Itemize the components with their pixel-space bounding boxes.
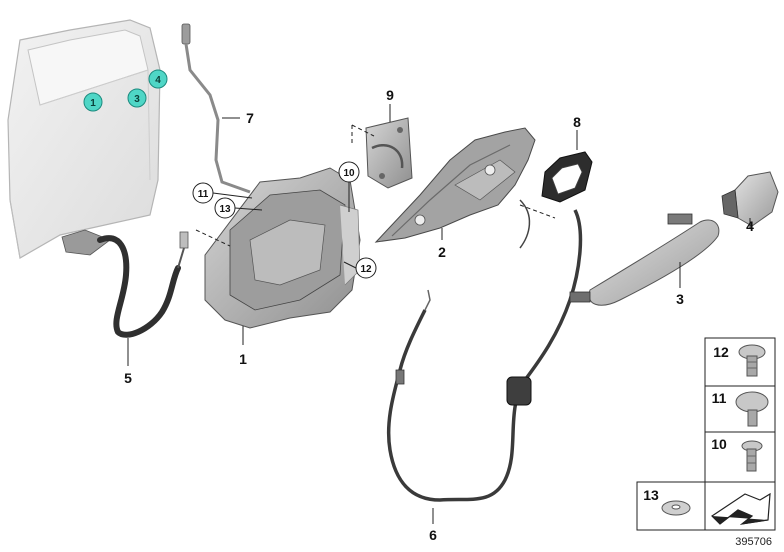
part-1-door-lock bbox=[204, 167, 361, 329]
part-6-cable bbox=[386, 209, 583, 502]
door-marker-3: 3 bbox=[127, 88, 147, 108]
table-row-10: 10 bbox=[711, 436, 763, 472]
callout-circle-10: 10 bbox=[338, 161, 360, 183]
part-2-handle-carrier bbox=[374, 127, 536, 249]
callout-7: 7 bbox=[246, 110, 254, 126]
arrow-icon bbox=[711, 492, 771, 525]
side-table: 12 11 10 bbox=[636, 337, 776, 531]
svg-text:13: 13 bbox=[643, 487, 659, 503]
svg-text:11: 11 bbox=[712, 390, 727, 406]
callout-4: 4 bbox=[746, 218, 754, 234]
door-illustration bbox=[7, 19, 161, 259]
washer-icon bbox=[661, 500, 691, 516]
svg-text:12: 12 bbox=[360, 264, 372, 275]
callout-circle-11: 11 bbox=[192, 182, 214, 204]
callout-8: 8 bbox=[573, 114, 581, 130]
part-7-cable bbox=[181, 23, 251, 194]
callout-1: 1 bbox=[239, 351, 247, 367]
door-marker-3-label: 3 bbox=[134, 94, 140, 105]
part-9-striker bbox=[365, 117, 413, 189]
part-3-handle bbox=[569, 213, 720, 306]
table-row-13: 13 bbox=[643, 487, 691, 516]
callout-3: 3 bbox=[676, 291, 684, 307]
svg-text:13: 13 bbox=[219, 204, 231, 215]
door-marker-4-label: 4 bbox=[155, 75, 161, 86]
screw-icon bbox=[735, 391, 769, 427]
door-marker-1-label: 1 bbox=[90, 98, 96, 109]
callout-circle-13: 13 bbox=[214, 197, 236, 219]
callout-9: 9 bbox=[386, 87, 394, 103]
door-marker-1: 1 bbox=[83, 92, 103, 112]
screw-icon bbox=[741, 440, 763, 472]
table-row-12: 12 bbox=[713, 344, 766, 377]
table-row-11: 11 bbox=[712, 390, 769, 427]
callout-2: 2 bbox=[438, 244, 446, 260]
svg-text:11: 11 bbox=[198, 189, 209, 200]
svg-text:10: 10 bbox=[343, 168, 355, 179]
door-marker-4: 4 bbox=[148, 69, 168, 89]
part-5-cable bbox=[61, 229, 189, 338]
screw-icon bbox=[738, 344, 766, 377]
reference-number: 395706 bbox=[735, 536, 772, 548]
part-4-cap bbox=[721, 171, 779, 227]
callout-circle-12: 12 bbox=[355, 257, 377, 279]
part-8-gasket bbox=[541, 151, 593, 203]
svg-text:12: 12 bbox=[713, 344, 729, 360]
svg-text:10: 10 bbox=[711, 436, 727, 452]
callout-6: 6 bbox=[429, 527, 437, 543]
callout-5: 5 bbox=[124, 370, 132, 386]
